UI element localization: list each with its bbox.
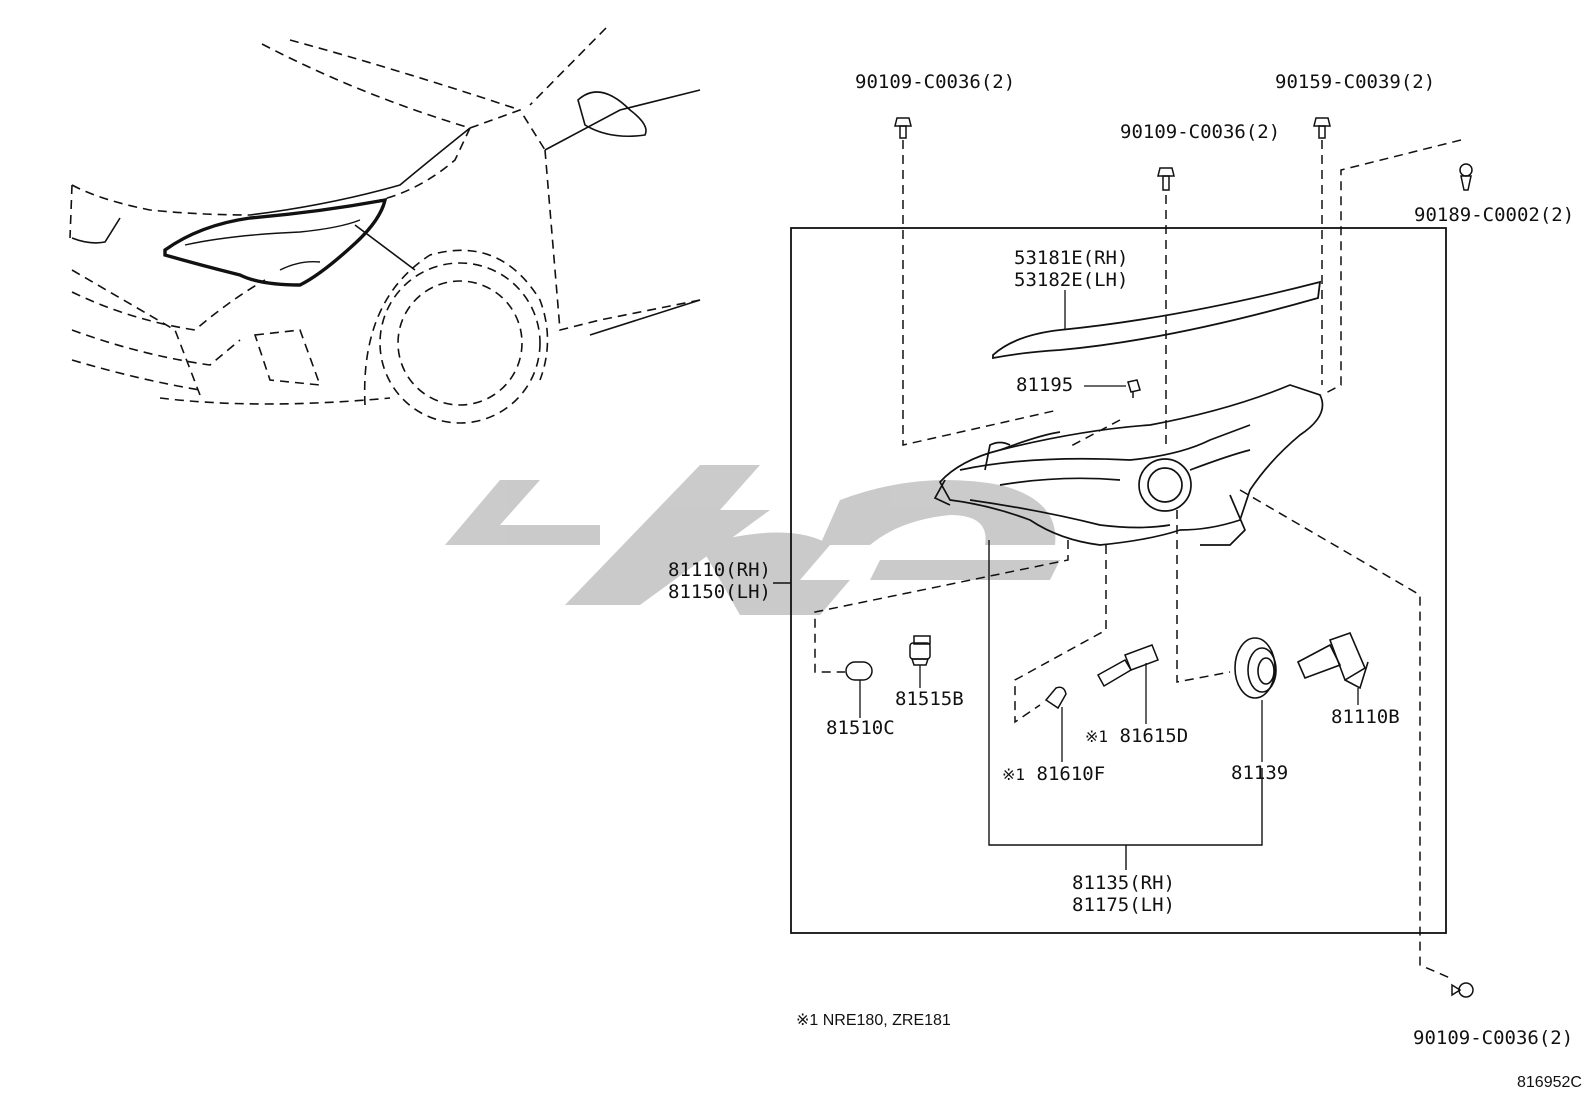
bolt-bottom-right-icon: [1451, 982, 1474, 998]
label-assy-rh: 81135(RH): [1072, 872, 1175, 894]
bulb-81610f-icon: [1044, 686, 1067, 710]
assembly-frame: [790, 227, 1447, 934]
socket-81615d-icon: [1096, 644, 1159, 688]
label-socket-81615d-code: 81615D: [1119, 725, 1189, 747]
clip-right-icon: [1459, 163, 1473, 191]
socket-81515b-icon: [909, 635, 931, 666]
label-socket-81515b: 81515B: [895, 688, 964, 710]
label-bulb-81610f: ※1 81610F: [1002, 763, 1105, 786]
label-assy-lh: 81175(LH): [1072, 894, 1175, 916]
label-sub-assembly: 81135(RH) 81175(LH): [1072, 872, 1175, 916]
label-bulb-81110b: 81110B: [1331, 706, 1400, 728]
label-unit-lh: 81150(LH): [668, 581, 771, 603]
bolt-top-mid-icon: [1157, 167, 1175, 191]
label-socket-81615d: ※1 81615D: [1085, 725, 1188, 748]
label-bolt-top-right: 90159-C0039(2): [1275, 71, 1436, 93]
bulb-81510c-icon: [845, 661, 873, 681]
label-bolt-top-mid: 90109-C0036(2): [1120, 121, 1281, 143]
headlamp-unit: [933, 384, 1324, 546]
label-unit-rh: 81110(RH): [668, 559, 771, 581]
label-bolt-top-left: 90109-C0036(2): [855, 71, 1016, 93]
label-trim-strip: 53181E(RH) 53182E(LH): [1014, 247, 1128, 291]
label-trim-rh: 53181E(RH): [1014, 247, 1129, 269]
label-cap-81139: 81139: [1231, 762, 1289, 784]
diagram-id: 816952C: [1517, 1074, 1582, 1091]
bolt-top-left-icon: [894, 117, 912, 139]
sub-assembly-bracket: [988, 540, 1263, 870]
label-screw: 81195: [1016, 374, 1074, 396]
bulb-81110b-icon: [1296, 631, 1369, 690]
watermark-logo: [445, 465, 1060, 615]
label-bulb-81510c: 81510C: [826, 717, 895, 739]
label-bulb-81610f-code: 81610F: [1036, 763, 1106, 785]
dashed-leaders: [814, 139, 1462, 979]
label-bolt-bottom-right: 90109-C0036(2): [1413, 1027, 1574, 1049]
label-clip-right: 90189-C0002(2): [1414, 204, 1575, 226]
note-mark-81615d: ※1: [1085, 727, 1109, 746]
label-trim-lh: 53182E(LH): [1014, 269, 1129, 291]
note-mark-81610f: ※1: [1002, 765, 1026, 784]
label-headlamp-unit: 81110(RH) 81150(LH): [668, 559, 771, 603]
screw-81195-icon: [1127, 379, 1141, 398]
cap-81139-icon: [1234, 637, 1277, 699]
footnote: ※1 NRE180, ZRE181: [796, 1012, 951, 1029]
bolt-top-right-icon: [1313, 117, 1331, 139]
trim-strip: [992, 280, 1322, 360]
car-front-sketch: [69, 27, 701, 424]
